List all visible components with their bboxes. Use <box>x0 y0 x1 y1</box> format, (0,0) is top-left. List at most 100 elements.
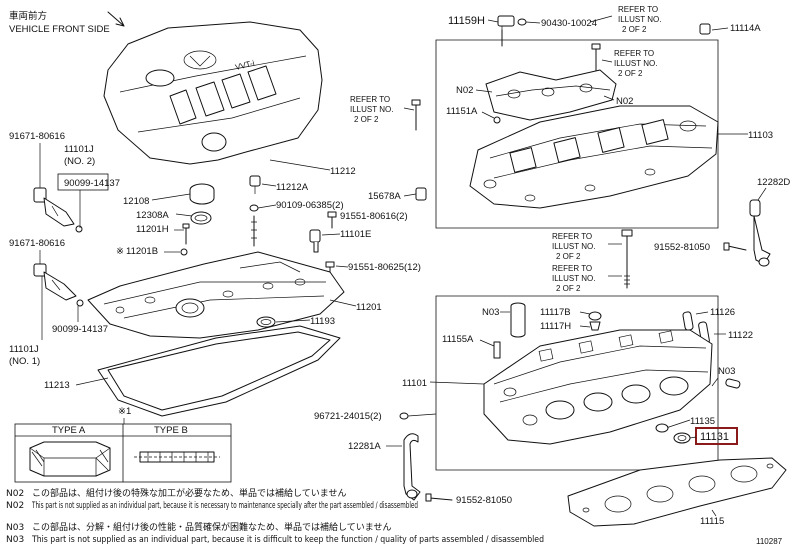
label-91552-81050-b: 91552-81050 <box>456 495 512 506</box>
direction-label-en: VEHICLE FRONT SIDE <box>9 24 110 35</box>
figure-code: 110287 <box>756 537 783 546</box>
label-11155A: 11155A <box>442 334 474 345</box>
refer-3-line2: ILLUST NO. <box>350 105 393 114</box>
gasket-type-detail: TYPE A TYPE B <box>14 423 232 483</box>
plug-seal-11193 <box>256 316 276 328</box>
plug-11117B <box>588 311 602 321</box>
head-bolt-long <box>621 229 633 289</box>
label-n02-b: N02 <box>616 96 633 107</box>
plug-11117H <box>589 321 601 331</box>
label-91671-80616-b: 91671-80616 <box>9 238 65 249</box>
refer-4-line2: ILLUST NO. <box>552 242 595 251</box>
label-91551-80616: 91551-80616(2) <box>340 211 408 222</box>
highlight-11131-box <box>695 427 738 445</box>
label-11114A: 11114A <box>730 23 761 34</box>
label-91671-80616-a: 91671-80616 <box>9 131 65 142</box>
bolt-n02-upper <box>501 26 601 75</box>
label-11122: 11122 <box>728 330 753 341</box>
label-11201H: 11201H <box>136 224 169 235</box>
label-11131: 11131 <box>700 431 729 443</box>
refer-3-line3: 2 OF 2 <box>354 115 379 124</box>
plug-11114A <box>699 23 711 35</box>
label-90109-06385: 90109-06385(2) <box>276 200 344 211</box>
label-11117B: 11117B <box>540 307 571 318</box>
label-90099-14137-b: 90099-14137 <box>52 324 108 335</box>
label-11201B: 11201B <box>126 246 158 257</box>
label-11212: 11212 <box>330 166 356 177</box>
note-2-code: N02 <box>6 501 24 511</box>
footnotes: N02 この部品は、組付け後の特殊な加工が必要なため、単品では補給していません … <box>6 487 544 545</box>
refer-4-line1: REFER TO <box>552 232 592 241</box>
refer-5-line3: 2 OF 2 <box>556 284 581 293</box>
label-12282D: 12282D <box>757 177 790 188</box>
bolt-91551-80616 <box>327 211 337 229</box>
label-n02-a: N02 <box>456 85 473 96</box>
label-11212A: 11212A <box>276 182 309 193</box>
bolt-11201H <box>182 223 190 245</box>
refer-2-line3: 2 OF 2 <box>618 69 643 78</box>
label-12281A: 12281A <box>348 441 381 452</box>
washer-90109 <box>249 204 259 212</box>
refer-5-line2: ILLUST NO. <box>552 274 595 283</box>
label-no2-a: (NO. 2) <box>64 156 95 167</box>
label-15678A: 15678A <box>368 191 401 202</box>
label-11101: 11101 <box>402 378 427 389</box>
cylinder-head-gasket <box>567 457 787 527</box>
pin-11155A <box>493 341 501 359</box>
label-11193: 11193 <box>310 316 335 327</box>
type-b-section <box>134 451 220 463</box>
bolt-91552-a <box>723 242 747 251</box>
label-11101J-b: 11101J <box>9 344 39 355</box>
note-4-code: N03 <box>6 535 24 545</box>
label-no1-a: (NO. 1) <box>9 356 40 367</box>
label-90430-10024: 90430-10024 <box>541 18 597 29</box>
bolt-refer-3 <box>403 99 421 131</box>
oil-jet-11159H <box>497 15 527 27</box>
oil-filler-cap <box>189 183 215 225</box>
label-n03-a: N03 <box>482 307 499 318</box>
bracket-12282D <box>749 199 771 267</box>
plug-15678A <box>415 187 427 201</box>
label-12108: 12108 <box>123 196 149 207</box>
note-1-code: N02 <box>6 489 24 499</box>
label-11115: 11115 <box>700 516 724 527</box>
refer-1-line3: 2 OF 2 <box>622 25 647 34</box>
label-91551-80625: 91551-80625(12) <box>348 262 421 273</box>
label-11103: 11103 <box>748 130 773 141</box>
camshaft-bearing-cap-rail <box>485 69 617 121</box>
marker-star-1: ※1 <box>118 406 131 417</box>
vehicle-front-indicator: 車両前方 VEHICLE FRONT SIDE <box>9 10 125 35</box>
direction-label-jp: 車両前方 <box>9 10 47 22</box>
cylinder-head-cover <box>87 251 345 339</box>
oring-96721 <box>399 412 409 420</box>
type-a-label: TYPE A <box>52 425 86 436</box>
sleeve-n03-b <box>725 378 741 389</box>
label-12308A: 12308A <box>136 210 169 221</box>
bolt-91552-b <box>425 493 453 502</box>
seal-11131 <box>673 432 691 444</box>
label-90099-14137-a: 90099-14137 <box>64 178 120 189</box>
type-b-label: TYPE B <box>154 425 188 436</box>
label-11135: 11135 <box>690 416 715 427</box>
label-91552-81050-a: 91552-81050 <box>654 242 710 253</box>
type-a-section <box>29 441 111 477</box>
refer-4-line3: 2 OF 2 <box>556 252 581 261</box>
marker-star: ※ <box>116 246 124 257</box>
label-96721-24015: 96721-24015(2) <box>314 411 382 422</box>
engine-hanger-12281A <box>403 433 421 501</box>
label-n03-b: N03 <box>718 366 735 377</box>
plug-11135 <box>655 423 669 433</box>
refer-5-line1: REFER TO <box>552 264 592 273</box>
label-11117H: 11117H <box>540 321 571 332</box>
refer-1-line1: REFER TO <box>618 5 658 14</box>
label-11151A: 11151A <box>446 106 478 117</box>
grommet-11212A <box>249 175 261 194</box>
pin-11126 <box>682 311 694 331</box>
note-3-code: N03 <box>6 523 24 533</box>
refer-2-line1: REFER TO <box>614 49 654 58</box>
camshaft-housing <box>469 105 719 209</box>
label-11126: 11126 <box>710 307 735 318</box>
refer-1-line2: ILLUST NO. <box>618 15 661 24</box>
label-11101J-a: 11101J <box>64 144 94 155</box>
